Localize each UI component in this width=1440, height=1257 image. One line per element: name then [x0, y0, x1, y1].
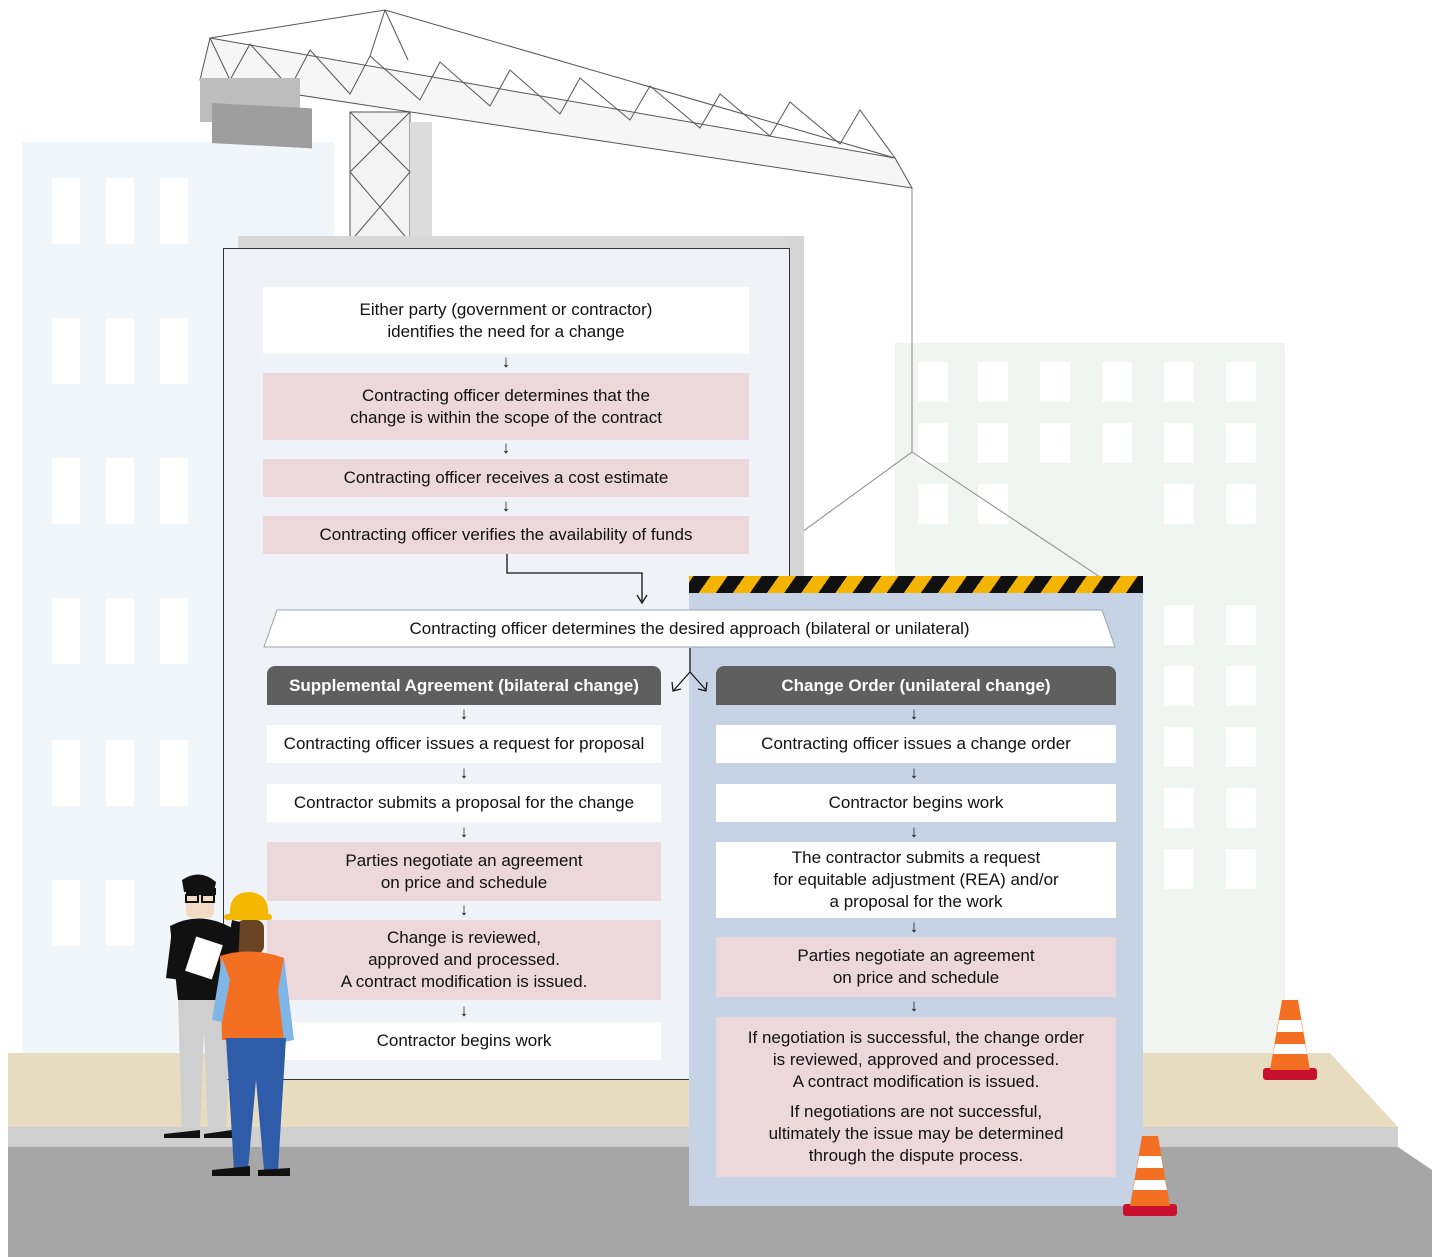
down-arrow-icon: ↓	[909, 996, 919, 1015]
connector-arrow-icon	[506, 554, 648, 605]
step-identify-need: Either party (government or contractor) …	[263, 287, 749, 354]
outcome-failure-text: If negotiations are not successful, ulti…	[768, 1102, 1064, 1165]
bilateral-step-begin-work: Contractor begins work	[267, 1022, 661, 1060]
supplemental-agreement-header: Supplemental Agreement (bilateral change…	[267, 666, 661, 705]
step-determine-approach: Contracting officer determines the desir…	[263, 609, 1116, 648]
split-arrow-icon	[671, 648, 708, 692]
down-arrow-icon: ↓	[501, 352, 511, 371]
unilateral-step-negotiate: Parties negotiate an agreement on price …	[716, 937, 1116, 997]
traffic-cone-icon	[1123, 1136, 1177, 1216]
down-arrow-icon: ↓	[909, 917, 919, 936]
change-order-header: Change Order (unilateral change)	[716, 666, 1116, 705]
step-verify-funds: Contracting officer verifies the availab…	[263, 516, 749, 554]
worker-with-clipboard-icon	[164, 874, 232, 1138]
step-cost-estimate: Contracting officer receives a cost esti…	[263, 459, 749, 497]
down-arrow-icon: ↓	[909, 763, 919, 782]
bilateral-step-rfp: Contracting officer issues a request for…	[267, 725, 661, 763]
bilateral-step-negotiate: Parties negotiate an agreement on price …	[267, 842, 661, 901]
worker-with-hardhat-icon	[212, 892, 294, 1176]
unilateral-step-outcome: If negotiation is successful, the change…	[716, 1017, 1116, 1177]
step-determine-scope: Contracting officer determines that the …	[263, 373, 749, 440]
down-arrow-icon: ↓	[909, 822, 919, 841]
unilateral-step-begin-work: Contractor begins work	[716, 784, 1116, 822]
down-arrow-icon: ↓	[501, 496, 511, 515]
down-arrow-icon: ↓	[459, 900, 469, 919]
panel-shadow	[790, 236, 804, 576]
down-arrow-icon: ↓	[459, 822, 469, 841]
hazard-stripe	[689, 576, 1143, 593]
approach-label: Contracting officer determines the desir…	[409, 618, 970, 638]
bilateral-step-reviewed: Change is reviewed, approved and process…	[267, 920, 661, 1000]
outcome-success-text: If negotiation is successful, the change…	[747, 1028, 1085, 1091]
down-arrow-icon: ↓	[909, 704, 919, 723]
approach-shape	[263, 609, 1116, 648]
unilateral-step-issue-order: Contracting officer issues a change orde…	[716, 725, 1116, 763]
traffic-cone-icon	[1263, 1000, 1317, 1080]
down-arrow-icon: ↓	[459, 704, 469, 723]
crane-icon	[199, 9, 1101, 578]
bilateral-step-proposal: Contractor submits a proposal for the ch…	[267, 784, 661, 822]
workers-illustration	[164, 874, 294, 1176]
down-arrow-icon: ↓	[501, 438, 511, 457]
down-arrow-icon: ↓	[459, 763, 469, 782]
unilateral-step-rea: The contractor submits a request for equ…	[716, 842, 1116, 918]
down-arrow-icon: ↓	[459, 1001, 469, 1020]
